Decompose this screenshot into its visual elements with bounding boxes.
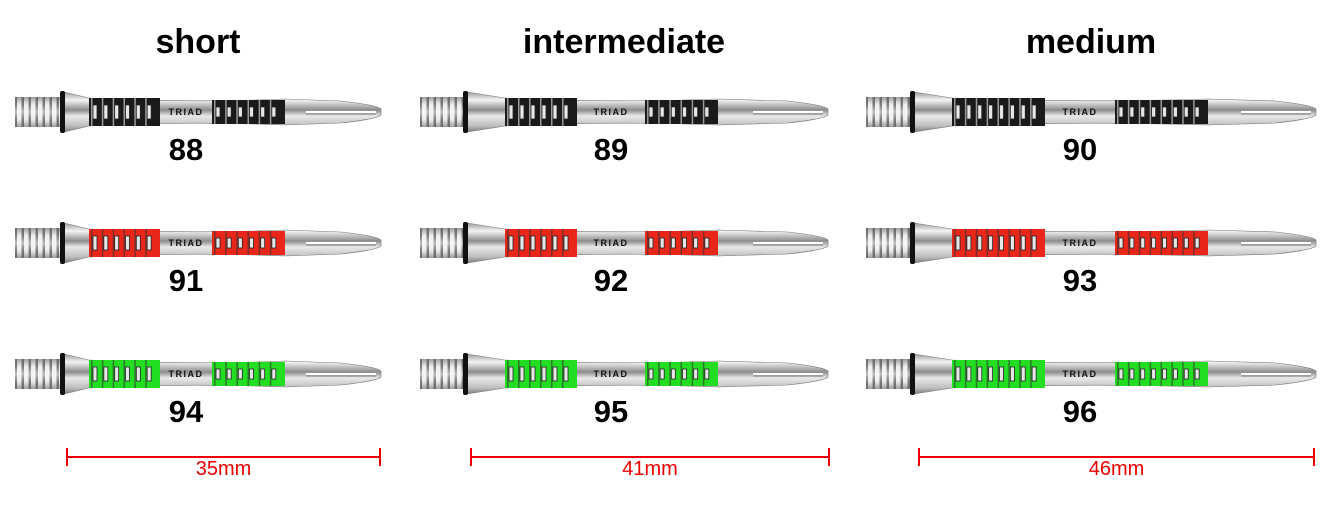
- shaft-body: [64, 91, 382, 133]
- brand-label: TRIAD: [168, 369, 204, 379]
- length-label: 41mm: [622, 458, 678, 480]
- collar-ring: [463, 222, 468, 264]
- measure-tick-left: [918, 448, 920, 466]
- thread: [866, 359, 910, 389]
- collar-ring: [60, 91, 65, 133]
- shaft-number: 93: [1062, 263, 1098, 298]
- shaft-88: TRIAD: [0, 88, 1324, 136]
- thread: [15, 359, 60, 389]
- length-measure-line: [66, 448, 381, 466]
- shaft-body: [467, 222, 829, 264]
- shaft-body: [914, 91, 1317, 133]
- thread: [15, 228, 60, 258]
- brand-label: TRIAD: [593, 238, 629, 248]
- measure-tick-right: [379, 448, 381, 466]
- thread: [866, 97, 910, 127]
- brand-label: TRIAD: [1062, 107, 1098, 117]
- column-title-short: short: [155, 23, 241, 61]
- shaft-body: [467, 91, 829, 133]
- shaft-number: 90: [1062, 132, 1098, 167]
- thread: [420, 228, 463, 258]
- thread: [420, 97, 463, 127]
- shaft-93: TRIAD: [0, 219, 1324, 267]
- shaft-number: 96: [1062, 394, 1098, 429]
- collar-ring: [910, 222, 915, 264]
- shaft-number: 88: [168, 132, 204, 167]
- shaft-95: TRIAD: [0, 350, 1324, 398]
- brand-label: TRIAD: [593, 369, 629, 379]
- length-label: 35mm: [195, 458, 252, 480]
- collar-ring: [910, 91, 915, 133]
- shaft-94: TRIAD: [0, 350, 1324, 398]
- shaft-number: 94: [168, 394, 204, 429]
- shaft-96: TRIAD: [0, 350, 1324, 398]
- brand-label: TRIAD: [1062, 369, 1098, 379]
- shaft-body: [64, 222, 382, 264]
- collar-ring: [463, 91, 468, 133]
- shaft-number: 91: [168, 263, 204, 298]
- thread: [15, 97, 60, 127]
- brand-label: TRIAD: [168, 107, 204, 117]
- length-label: 46mm: [1088, 458, 1145, 480]
- thread: [866, 228, 910, 258]
- shaft-number: 89: [593, 132, 629, 167]
- shaft-body: [914, 353, 1317, 395]
- length-measure-line: [918, 448, 1315, 466]
- shaft-89: TRIAD: [0, 88, 1324, 136]
- shaft-91: TRIAD: [0, 219, 1324, 267]
- shaft-body: [467, 353, 829, 395]
- collar-ring: [60, 222, 65, 264]
- shaft-body: [64, 353, 382, 395]
- brand-label: TRIAD: [168, 238, 204, 248]
- thread: [420, 359, 463, 389]
- measure-tick-right: [828, 448, 830, 466]
- brand-label: TRIAD: [593, 107, 629, 117]
- brand-label: TRIAD: [1062, 238, 1098, 248]
- column-title-intermediate: intermediate: [522, 23, 726, 61]
- collar-ring: [60, 353, 65, 395]
- shaft-92: TRIAD: [0, 219, 1324, 267]
- collar-ring: [910, 353, 915, 395]
- collar-ring: [463, 353, 468, 395]
- shaft-90: TRIAD: [0, 88, 1324, 136]
- length-measure-line: [470, 448, 830, 466]
- shaft-number: 95: [593, 394, 629, 429]
- shaft-body: [914, 222, 1317, 264]
- measure-tick-left: [66, 448, 68, 466]
- shaft-number: 92: [593, 263, 629, 298]
- column-title-medium: medium: [1025, 23, 1157, 61]
- measure-tick-right: [1313, 448, 1315, 466]
- measure-tick-left: [470, 448, 472, 466]
